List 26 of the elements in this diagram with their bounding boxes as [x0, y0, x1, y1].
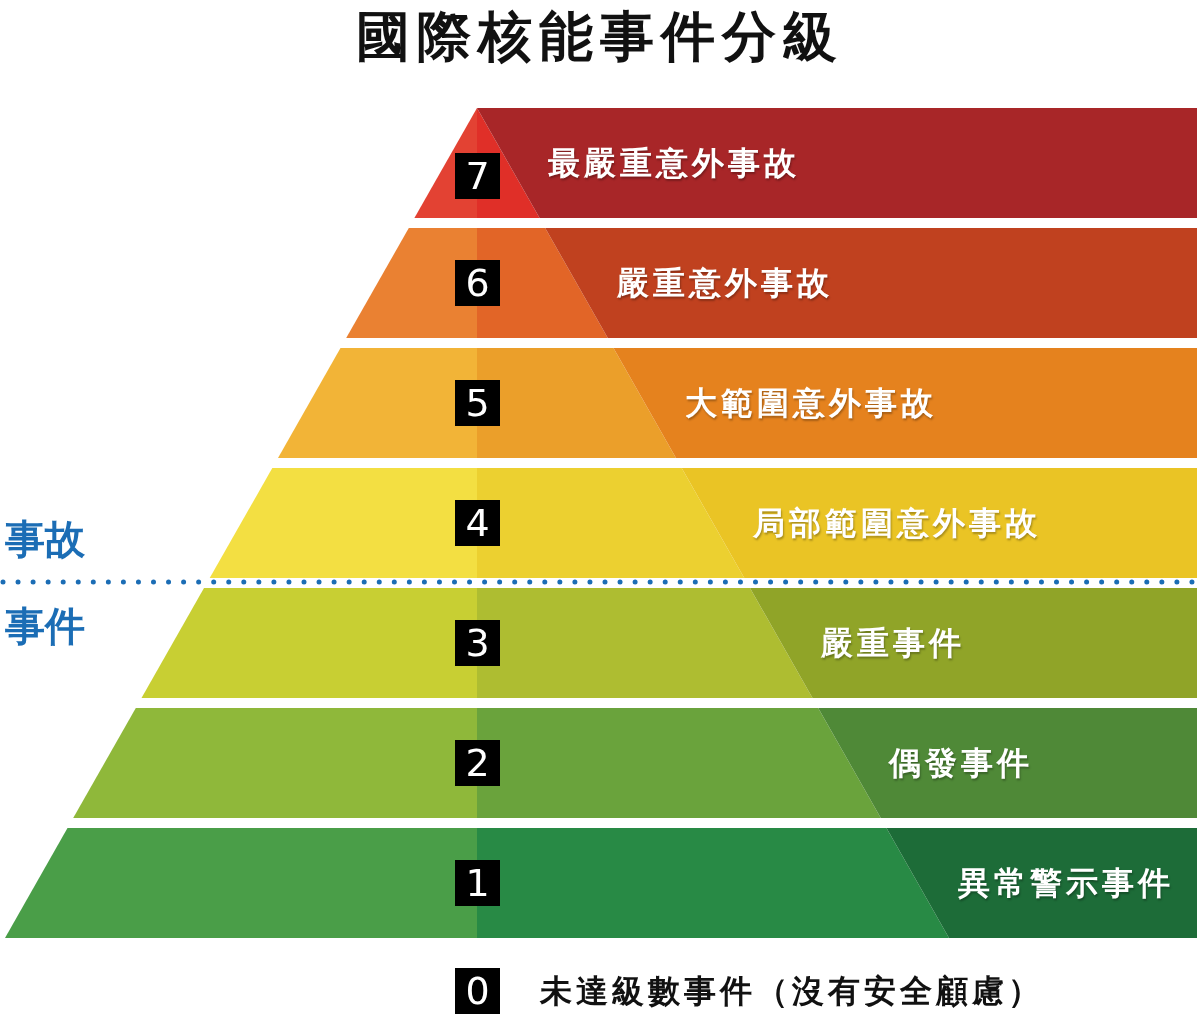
level-band	[141, 588, 1197, 698]
level-label: 最嚴重意外事故	[548, 145, 800, 181]
level-label: 嚴重事件	[821, 625, 965, 661]
level-number: 0	[455, 968, 500, 1014]
level-label: 偶發事件	[889, 745, 1033, 781]
level-band	[209, 468, 1197, 578]
title: 國際核能事件分級	[356, 8, 844, 66]
level-band	[346, 228, 1197, 338]
level-band	[414, 108, 1197, 218]
level-description: 未達級數事件（沒有安全顧慮）	[540, 971, 1044, 1011]
level-band	[277, 348, 1197, 458]
level-label: 嚴重意外事故	[617, 265, 833, 301]
level-label: 局部範圍意外事故	[753, 505, 1041, 541]
level-number: 3	[455, 620, 500, 666]
level-band	[73, 708, 1197, 818]
level-number: 2	[455, 740, 500, 786]
level-number: 7	[455, 153, 500, 199]
category-label: 事件	[5, 605, 85, 647]
level-label: 大範圍意外事故	[685, 385, 937, 421]
level-number: 5	[455, 380, 500, 426]
level-band	[4, 828, 1197, 938]
level-label: 異常警示事件	[958, 865, 1174, 901]
level-number: 6	[455, 260, 500, 306]
level-number: 1	[455, 860, 500, 906]
level-number: 4	[455, 500, 500, 546]
category-label: 事故	[5, 518, 85, 560]
